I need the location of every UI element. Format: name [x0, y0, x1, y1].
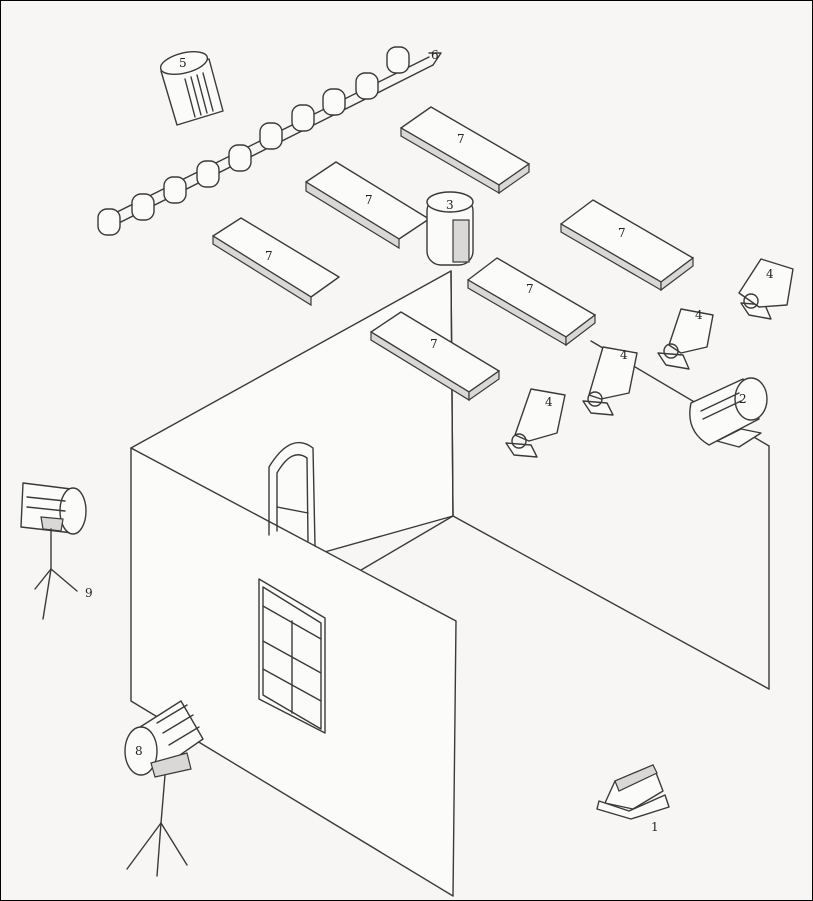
- panel-label: 7: [618, 226, 626, 240]
- unit-5-label: 5: [179, 56, 187, 70]
- moving-head-base: [506, 443, 537, 457]
- unit-5: 5: [158, 47, 223, 125]
- projector-2-label: 2: [739, 392, 747, 406]
- moving-head-label: 4: [620, 348, 628, 362]
- truss-can: [387, 47, 409, 73]
- moving-head-left: 4: [506, 389, 565, 457]
- truss-can: [164, 177, 186, 203]
- panel-label: 7: [430, 337, 438, 351]
- floor-right-edge: [453, 516, 769, 689]
- truss-can: [260, 123, 282, 149]
- scanner-1: 1: [597, 765, 669, 834]
- stand-light-8: 8: [125, 701, 203, 876]
- panel-face: [213, 218, 339, 297]
- stand-light-8-tripod: [127, 775, 187, 876]
- truss-can: [229, 145, 251, 171]
- stand-light-8-label: 8: [135, 744, 143, 758]
- moving-head-label: 4: [766, 267, 774, 281]
- truss-can: [323, 89, 345, 115]
- moving-head-box: [515, 389, 565, 441]
- panel-label: 7: [526, 282, 534, 296]
- fan-3-label: 3: [446, 198, 454, 212]
- truss-label: 6: [431, 48, 439, 62]
- moving-head-label: 4: [545, 395, 553, 409]
- stand-light-9-yoke: [41, 517, 63, 531]
- moving-head-base: [583, 401, 613, 415]
- moving-head-right: 4: [658, 308, 713, 369]
- moving-head-base: [658, 353, 689, 369]
- panel-upper-mid: 7: [306, 162, 429, 248]
- truss-can: [98, 209, 120, 235]
- scanner-1-label: 1: [651, 820, 659, 834]
- truss-can: [132, 194, 154, 220]
- stand-light-9: 9: [21, 483, 93, 619]
- panel-label: 7: [265, 249, 273, 263]
- fan-3: 3: [427, 192, 473, 265]
- panel-label: 7: [365, 193, 373, 207]
- moving-head-box: [589, 347, 637, 399]
- panel-center-right: 7: [468, 258, 595, 345]
- moving-head-far-right: 4: [739, 259, 793, 319]
- panel-left: 7: [213, 218, 339, 305]
- panel-label: 7: [457, 132, 465, 146]
- truss-can: [356, 73, 378, 99]
- panel-right: 7: [561, 200, 693, 290]
- panel-top: 7: [401, 107, 529, 193]
- moving-head-label: 4: [695, 308, 703, 322]
- stand-light-9-tripod: [35, 529, 77, 619]
- projector-2: 2: [690, 378, 767, 447]
- truss-can: [197, 161, 219, 187]
- fan-3-vent: [453, 220, 469, 262]
- stand-light-9-label: 9: [85, 586, 93, 600]
- moving-head-center: 4: [583, 347, 637, 415]
- truss-can: [292, 105, 314, 131]
